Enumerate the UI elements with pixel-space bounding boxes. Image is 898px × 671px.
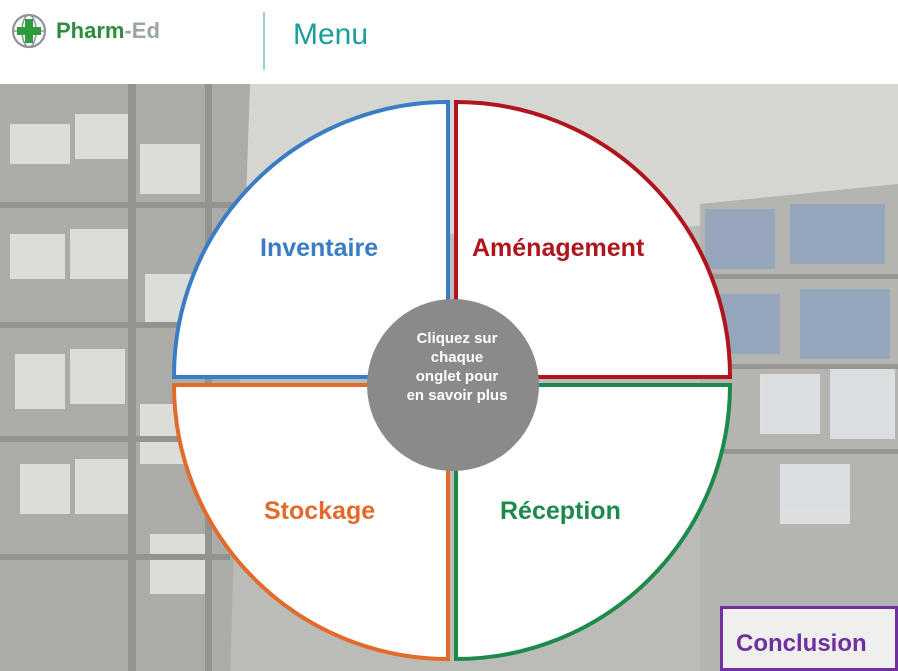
quadrant-inventaire[interactable] bbox=[171, 99, 450, 379]
quadrant-label-inventaire[interactable]: Inventaire bbox=[260, 234, 379, 262]
quadrant-reception[interactable] bbox=[454, 383, 733, 662]
brand-name: Pharm-Ed bbox=[56, 18, 160, 43]
quadrant-stockage[interactable] bbox=[171, 383, 450, 662]
menu-wheel bbox=[171, 99, 733, 662]
center-hint-line: chaque bbox=[430, 349, 484, 366]
warehouse-background: Inventaire Aménagement Stockage Réceptio… bbox=[0, 84, 898, 671]
brand-logo: Pharm-Ed bbox=[10, 12, 160, 50]
page-title: Menu bbox=[293, 18, 369, 51]
header-divider bbox=[263, 12, 265, 70]
header: Pharm-Ed Menu bbox=[0, 0, 898, 84]
quadrant-label-stockage[interactable]: Stockage bbox=[264, 497, 376, 525]
conclusion-button[interactable]: Conclusion bbox=[720, 606, 898, 671]
quadrant-label-reception[interactable]: Réception bbox=[500, 497, 621, 525]
center-hint-line: en savoir plus bbox=[406, 387, 508, 404]
center-hint-line: Cliquez sur bbox=[416, 330, 498, 347]
pharmacy-cross-globe-icon bbox=[11, 13, 47, 49]
center-hint-circle bbox=[367, 299, 539, 471]
quadrant-label-amenagement[interactable]: Aménagement bbox=[472, 234, 645, 262]
center-hint-line: onglet pour bbox=[415, 368, 499, 385]
center-hint-text: Cliquez sur chaque onglet pour en savoir… bbox=[370, 329, 544, 405]
quadrant-amenagement[interactable] bbox=[454, 99, 733, 379]
